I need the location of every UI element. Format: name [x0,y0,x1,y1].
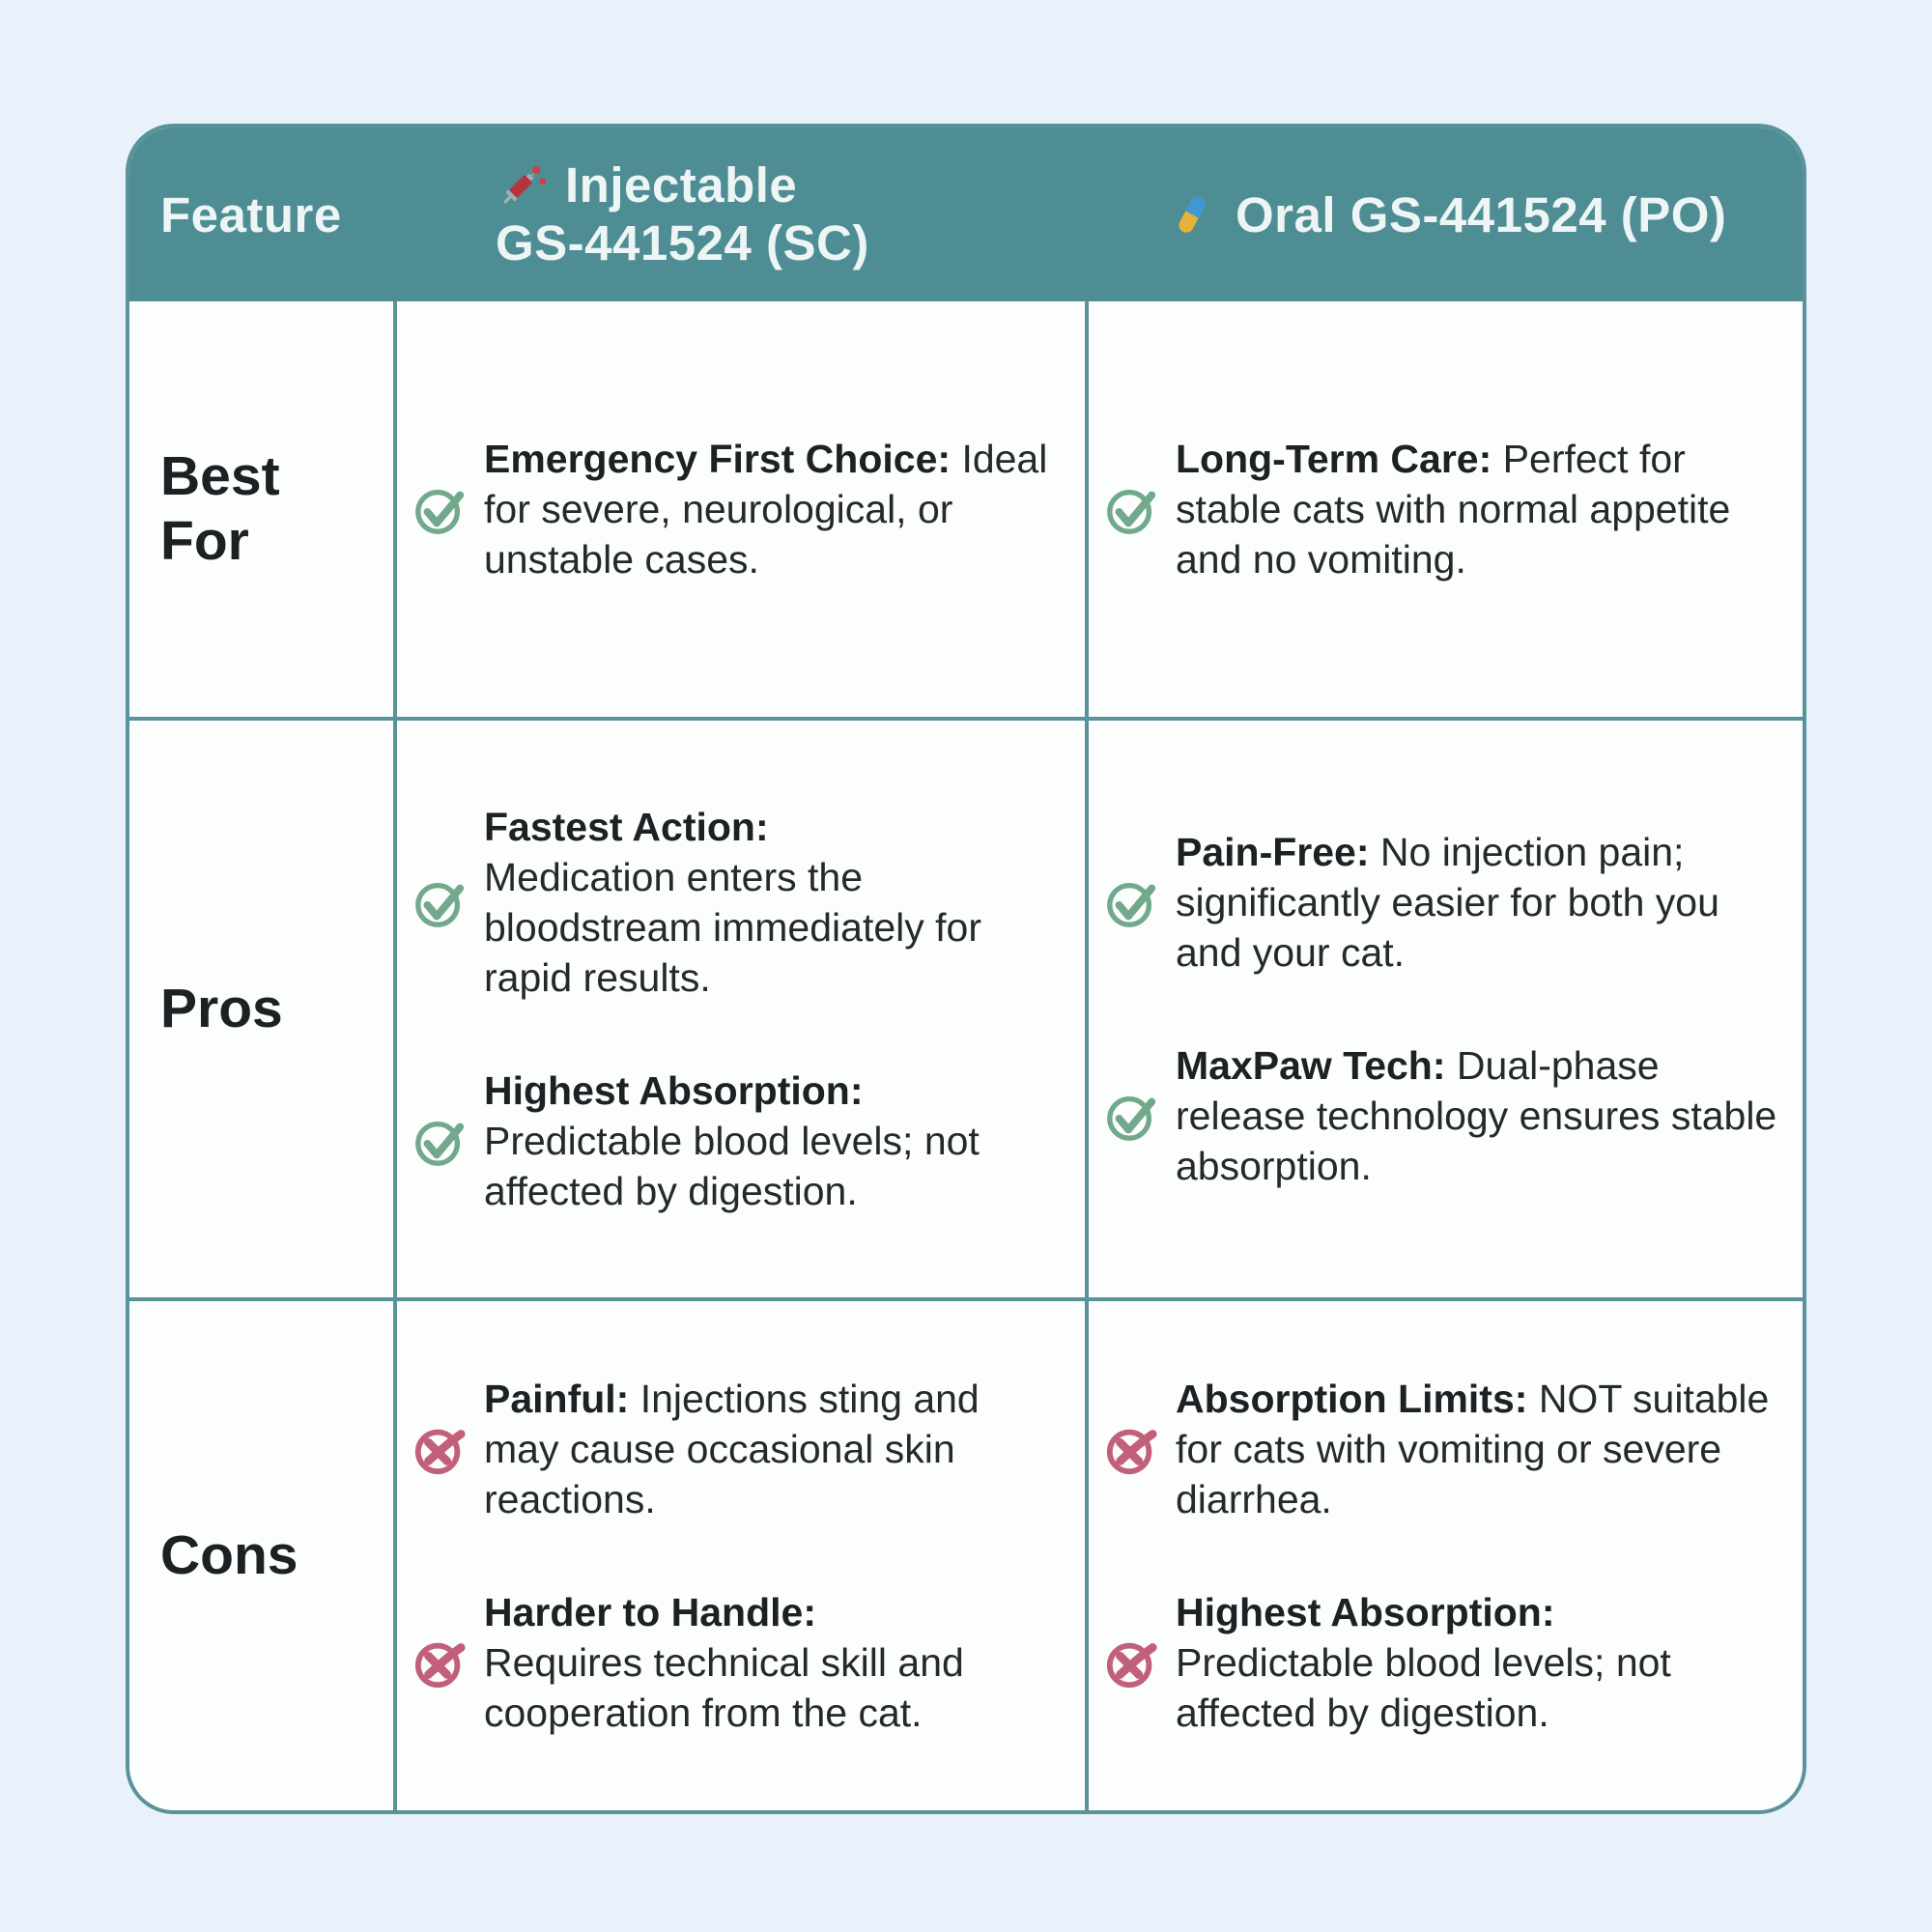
item-text: Highest Absorption: Predictable blood le… [1176,1587,1777,1738]
item-rest: No injection pain; significantly easier … [1176,830,1719,976]
pro-item: Long-Term Care: Perfect for stable cats … [1104,434,1777,584]
item-text: Absorption Limits: NOT suitable for cats… [1176,1374,1777,1524]
pro-item: Highest Absorption: Predictable blood le… [412,1065,1060,1216]
row-label-best-for: Best For [129,301,397,717]
header-feature-label: Feature [160,186,342,242]
header-injectable-line1: Injectable [496,156,1089,214]
table-body: Best For Emergency First Choice: Ideal f… [129,301,1803,1810]
cell-cons-oral: Absorption Limits: NOT suitable for cats… [1089,1297,1803,1810]
x-circle-icon [412,1634,469,1690]
row-label-pros: Pros [129,717,397,1297]
check-circle-icon [1104,874,1160,930]
check-circle-icon [1104,481,1160,537]
check-circle-icon [412,481,469,537]
check-circle-icon [1104,1088,1160,1144]
comparison-table: Feature Injectable GS-441524 (SC) Oral G… [126,124,1806,1814]
item-rest: Dual-phase release technology ensures st… [1176,1042,1777,1188]
item-lead: Absorption Limits: [1176,1377,1528,1422]
item-lead: Emergency First Choice: [484,436,952,481]
item-lead: Painful: [484,1377,630,1422]
item-rest: Predictable blood levels; not affected b… [1176,1639,1671,1735]
item-lead: Long-Term Care: [1176,436,1492,481]
item-lead: Harder to Handle: [484,1589,816,1634]
cell-bestfor-injectable: Emergency First Choice: Ideal for severe… [397,301,1089,717]
row-label-text: Pros [160,977,283,1039]
pill-icon [1166,188,1218,241]
header-oral-label: Oral GS-441524 (PO) [1236,186,1727,242]
cell-bestfor-oral: Long-Term Care: Perfect for stable cats … [1089,301,1803,717]
table-header: Feature Injectable GS-441524 (SC) Oral G… [129,128,1803,301]
item-text: Highest Absorption: Predictable blood le… [484,1065,1060,1216]
header-injectable-line2: GS-441524 (SC) [496,215,869,270]
cell-cons-injectable: Painful: Injections sting and may cause … [397,1297,1089,1810]
check-circle-icon [412,874,469,930]
pro-item: Fastest Action: Medication enters the bl… [412,802,1060,1003]
x-circle-icon [1104,1421,1160,1477]
header-oral-cell: Oral GS-441524 (PO) [1089,128,1803,301]
item-text: Pain-Free: No injection pain; significan… [1176,827,1777,978]
item-rest: Ideal for severe, neurological, or unsta… [484,436,1048,582]
row-label-text: Best For [160,444,280,572]
item-rest: Injections sting and may cause occasiona… [484,1377,980,1522]
item-rest: NOT suitable for cats with vomiting or s… [1176,1377,1770,1522]
item-text: Harder to Handle: Requires technical ski… [484,1587,1060,1738]
item-lead: Highest Absorption: [1176,1589,1555,1634]
item-lead: Fastest Action: [484,805,769,850]
con-item: Highest Absorption: Predictable blood le… [1104,1587,1777,1738]
item-rest: Medication enters the bloodstream immedi… [484,855,981,1001]
header-injectable-cell: Injectable GS-441524 (SC) [397,128,1089,301]
header-injectable-label: Injectable [565,156,798,213]
cell-pros-oral: Pain-Free: No injection pain; significan… [1089,717,1803,1297]
con-item: Painful: Injections sting and may cause … [412,1374,1060,1524]
item-rest: Requires technical skill and cooperation… [484,1639,964,1735]
x-circle-icon [412,1421,469,1477]
item-text: Emergency First Choice: Ideal for severe… [484,434,1060,584]
syringe-icon [496,159,548,212]
pro-item: Emergency First Choice: Ideal for severe… [412,434,1060,584]
item-lead: Highest Absorption: [484,1067,864,1113]
item-lead: Pain-Free: [1176,830,1370,875]
item-rest: Perfect for stable cats with normal appe… [1176,436,1731,582]
check-circle-icon [412,1113,469,1169]
item-text: Painful: Injections sting and may cause … [484,1374,1060,1524]
con-item: Absorption Limits: NOT suitable for cats… [1104,1374,1777,1524]
pro-item: MaxPaw Tech: Dual-phase release technolo… [1104,1040,1777,1191]
cell-pros-injectable: Fastest Action: Medication enters the bl… [397,717,1089,1297]
item-text: MaxPaw Tech: Dual-phase release technolo… [1176,1040,1777,1191]
pro-item: Pain-Free: No injection pain; significan… [1104,827,1777,978]
item-rest: Predictable blood levels; not affected b… [484,1118,980,1213]
row-label-text: Cons [160,1523,298,1586]
item-lead: MaxPaw Tech: [1176,1042,1446,1088]
con-item: Harder to Handle: Requires technical ski… [412,1587,1060,1738]
x-circle-icon [1104,1634,1160,1690]
item-text: Fastest Action: Medication enters the bl… [484,802,1060,1003]
item-text: Long-Term Care: Perfect for stable cats … [1176,434,1777,584]
header-feature-cell: Feature [129,128,397,301]
row-label-cons: Cons [129,1297,397,1810]
